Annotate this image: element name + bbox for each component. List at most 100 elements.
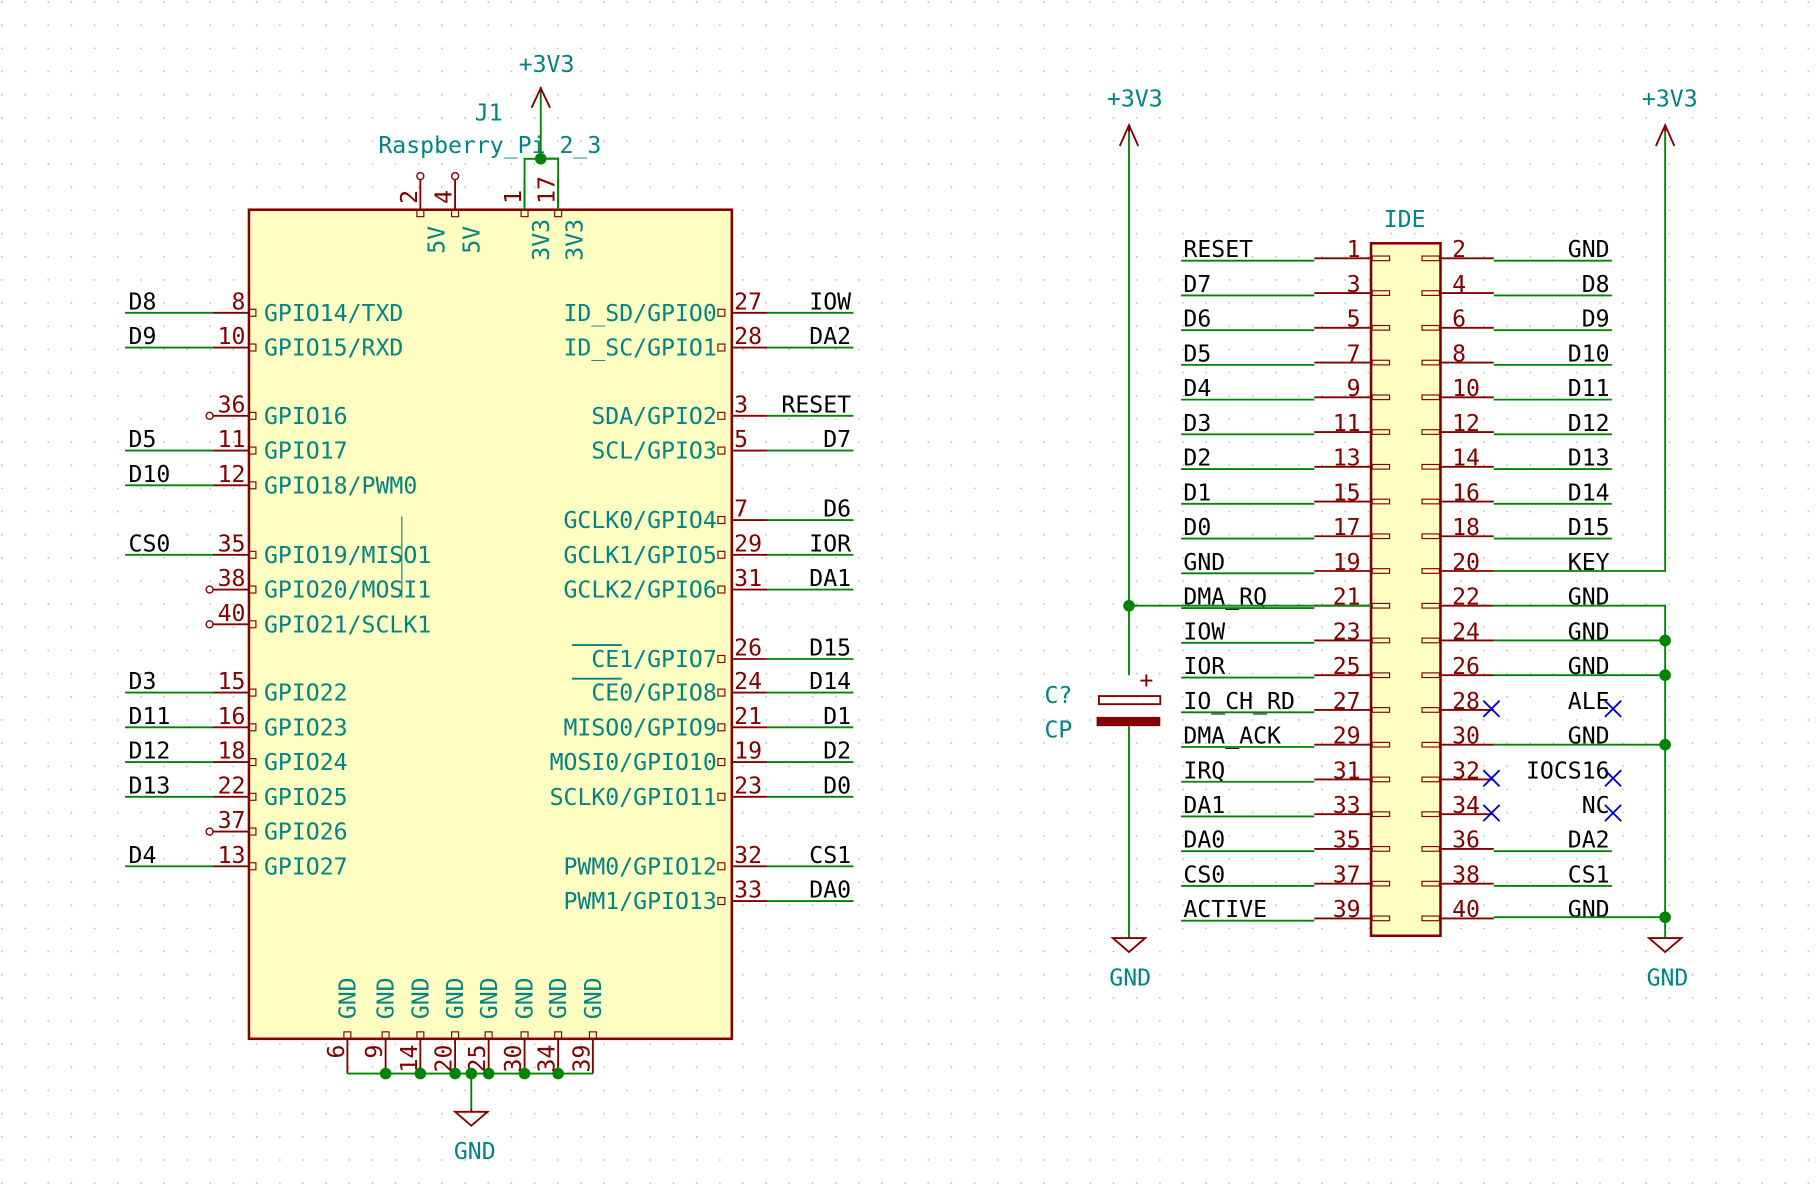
- pin-name: GCLK1/GPIO5: [564, 543, 717, 569]
- pin-number: 6: [1452, 307, 1466, 333]
- pin-name: GND: [546, 977, 572, 1019]
- no-connect-marker: [1604, 804, 1622, 822]
- pin-name: 3V3: [562, 219, 588, 261]
- junction-dot: [1659, 911, 1671, 924]
- pin-contact: [1371, 290, 1391, 296]
- pin-number: 13: [1333, 446, 1361, 472]
- pin-name: GPIO27: [264, 854, 348, 880]
- pin-number: 30: [501, 1045, 527, 1073]
- pin-number: 8: [232, 289, 246, 315]
- pin-number: 28: [1452, 689, 1480, 715]
- pin-contact: [1421, 602, 1440, 609]
- pin-number: 26: [1452, 654, 1480, 680]
- junction-dot: [1659, 738, 1671, 751]
- pin-name: 5V: [459, 226, 485, 254]
- junction-dot: [465, 1067, 478, 1080]
- pin-contact: [1421, 915, 1440, 922]
- pin-number: 12: [1452, 411, 1480, 437]
- net-label: DA0: [1183, 828, 1225, 854]
- pin-number: 10: [1452, 376, 1480, 402]
- pin-contact: [1371, 915, 1391, 922]
- net-label: ACTIVE: [1183, 897, 1267, 923]
- net-label: DA1: [1183, 793, 1225, 819]
- pin-type-marker: [717, 343, 726, 352]
- pin-name: GPIO17: [264, 439, 348, 465]
- pin-number: 4: [1452, 272, 1466, 298]
- net-label: KEY: [1568, 550, 1610, 576]
- pin-name: PWM0/GPIO12: [564, 854, 717, 880]
- left-3v3-wire: [1128, 132, 1372, 676]
- pin-number: 9: [1347, 376, 1361, 402]
- net-label: DA0: [809, 878, 851, 904]
- net-label: ALE: [1568, 689, 1610, 715]
- pin-contact: [1371, 637, 1391, 644]
- pin-contact: [1371, 602, 1391, 609]
- net-label: D14: [809, 669, 851, 695]
- rpi-3v3-power-label: +3V3: [519, 52, 575, 78]
- pin-contact: [1371, 568, 1391, 574]
- net-label: CS0: [1183, 862, 1225, 888]
- net-label: D8: [1582, 272, 1610, 298]
- net-label: D6: [823, 497, 851, 523]
- net-label: IOCS16: [1526, 758, 1610, 784]
- pin-number: 5: [1347, 307, 1361, 333]
- pin-number: 17: [1333, 515, 1361, 541]
- right-gnd-label: GND: [1647, 966, 1689, 992]
- pin-number: 11: [218, 427, 246, 453]
- right-3v3-power-arrow: [1655, 122, 1676, 147]
- right-gnd-symbol: [1646, 937, 1684, 954]
- pin-name: GPIO26: [264, 820, 348, 846]
- net-label: DA2: [809, 324, 851, 350]
- pin-type-marker: [248, 862, 257, 871]
- pin-contact: [1421, 255, 1440, 262]
- net-label: IO_CH_RD: [1183, 689, 1294, 715]
- pin-number: 16: [218, 704, 246, 730]
- pin-type-marker: [717, 862, 726, 871]
- ide-value: IDE: [1384, 207, 1426, 233]
- ide-power-wiring: +3V3 + C? CP GND +3V3 GND: [1044, 87, 1697, 992]
- pin-number: 7: [734, 497, 748, 523]
- pin-number: 9: [362, 1045, 388, 1059]
- pin-type-marker: [416, 209, 425, 218]
- right-3v3-wire: [1493, 132, 1667, 572]
- pin-contact: [1421, 359, 1440, 366]
- pin-number: 32: [1452, 758, 1480, 784]
- junction-dot: [1659, 669, 1671, 682]
- pin-type-marker: [717, 411, 726, 420]
- no-connect-marker: [1482, 804, 1501, 822]
- pin-type-marker: [248, 688, 257, 697]
- pin-contact: [1371, 324, 1391, 331]
- pin-number: 18: [218, 739, 246, 765]
- net-label: D5: [1183, 341, 1211, 367]
- right-gnd-bus-wire: [1493, 604, 1667, 939]
- pin-type-marker: [248, 792, 257, 801]
- junction-dot: [379, 1067, 392, 1080]
- pin-number: 40: [1452, 897, 1480, 923]
- pin-contact: [1421, 846, 1440, 852]
- net-label: D4: [129, 843, 157, 869]
- junction-dot: [552, 1067, 564, 1080]
- net-label: RESET: [781, 392, 851, 418]
- pin-number: 18: [1452, 515, 1480, 541]
- unconnected-pin-marker: [205, 585, 214, 594]
- net-label: IOR: [1183, 654, 1225, 680]
- pin-name: GND: [477, 977, 503, 1019]
- no-connect-marker: [1604, 769, 1622, 788]
